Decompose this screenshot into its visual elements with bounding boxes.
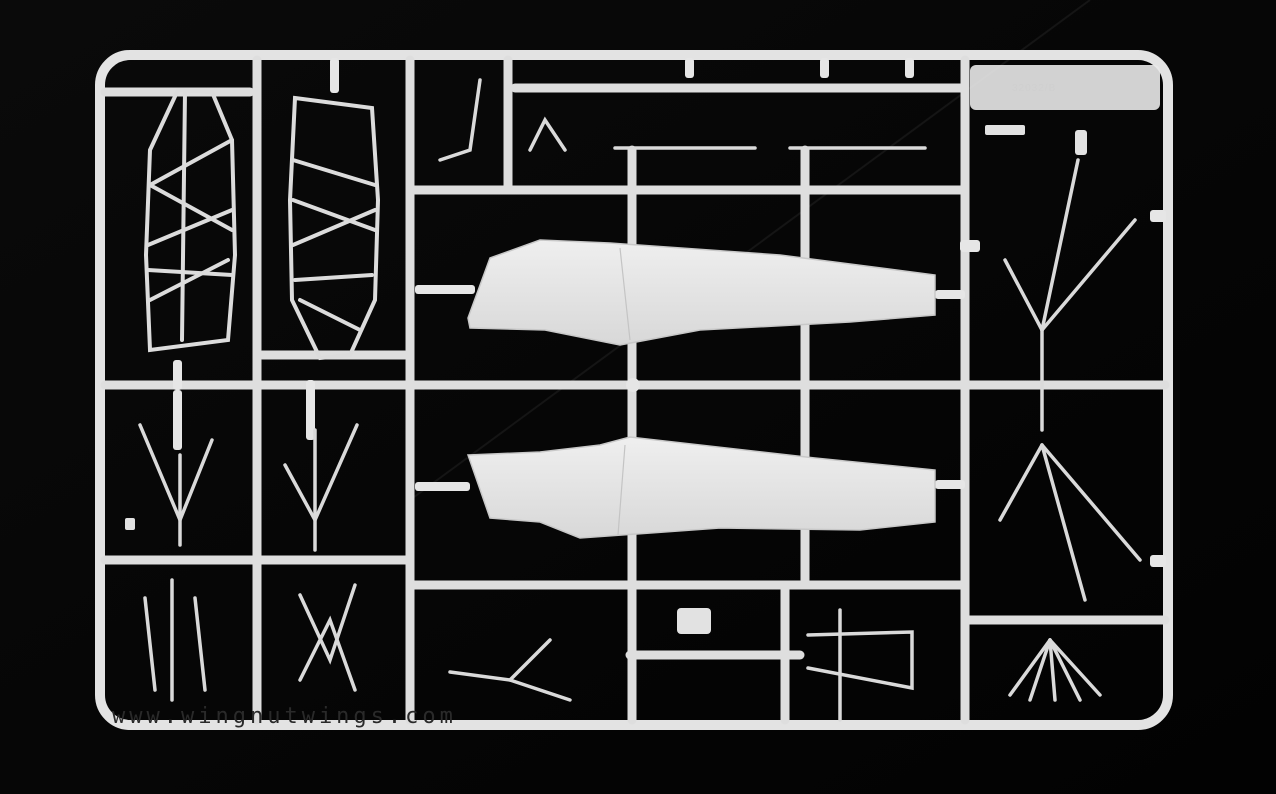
lower-wing-part [466,436,936,539]
sprue-gates [173,58,1166,567]
fuselage-frame-left [143,87,238,353]
upper-wing-part [467,239,936,346]
sprue-code-text: 32032/B [1012,83,1057,94]
small-parts [138,78,1142,722]
small-blocks [125,125,1087,634]
sprue-label-tab [970,65,1160,110]
fuselage-frame-right [287,95,381,361]
sprue-frame [95,50,1173,730]
watermark-text: www.wingnutwings.com [112,704,457,729]
